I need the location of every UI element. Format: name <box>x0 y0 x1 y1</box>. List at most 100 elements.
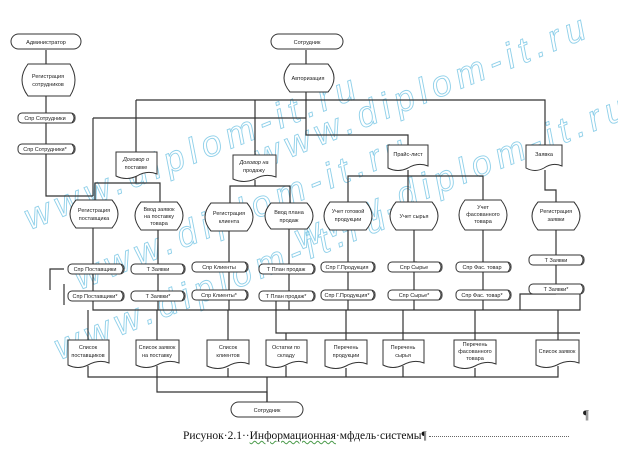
svg-text:поставщика: поставщика <box>79 216 110 222</box>
store-spr-finished-2: Спр Г.Продукция* <box>320 289 376 301</box>
report-stock-balance: Остатки по складу <box>265 339 308 368</box>
svg-text:Список заявок: Список заявок <box>139 345 176 351</box>
store-t-sales-plan: Т План продаж <box>258 263 316 275</box>
svg-text:Договор о: Договор о <box>122 157 149 163</box>
caption-tab-leader <box>428 435 569 437</box>
store-spr-employees-2: Спр Сотрудники* <box>17 143 76 155</box>
svg-text:товара: товара <box>474 219 492 225</box>
svg-text:Спр Сырье*: Спр Сырье* <box>399 293 430 299</box>
svg-text:Прайс-лист: Прайс-лист <box>393 151 423 158</box>
svg-text:товара: товара <box>150 221 168 227</box>
svg-text:Т Заявки: Т Заявки <box>545 258 568 264</box>
watermark: www.diplom-it.ru www.diplom-it.ru www.di… <box>17 4 618 368</box>
svg-text:Перечень: Перечень <box>334 345 359 351</box>
data-stores: Спр Сотрудники Спр Сотрудники* Спр Поста… <box>17 112 585 302</box>
svg-text:Т План продаж: Т План продаж <box>267 267 306 273</box>
process-finished-goods: Учет готовой продукции <box>323 201 373 231</box>
document-supply-contract: Договор о поставке <box>115 151 158 179</box>
svg-text:Регистрация: Регистрация <box>540 209 572 215</box>
svg-text:Т Заявки*: Т Заявки* <box>544 287 570 293</box>
svg-text:складу: складу <box>277 353 295 359</box>
svg-text:Остатки по: Остатки по <box>272 345 300 351</box>
store-t-orders: Т Заявки <box>528 254 585 266</box>
paragraph-mark: ¶ <box>583 407 589 422</box>
svg-text:Перечень: Перечень <box>463 342 488 348</box>
report-packaged-list: Перечень фасованного товара <box>453 339 497 369</box>
svg-text:Спр Сотрудники*: Спр Сотрудники* <box>23 147 67 153</box>
caption-prefix: Рисунок·2.1·· <box>183 430 250 442</box>
process-sales-plan: Ввод плана продаж <box>264 202 314 230</box>
reports: Список поставщиков Список заявок на пост… <box>67 339 580 369</box>
caption-underlined-word: Информационная <box>249 430 336 442</box>
svg-text:Регистрация: Регистрация <box>78 208 110 214</box>
svg-text:Заявка: Заявка <box>535 152 554 158</box>
report-suppliers-list: Список поставщиков <box>67 339 110 368</box>
svg-text:Спр Поставщики*: Спр Поставщики* <box>73 294 119 300</box>
svg-text:клиента: клиента <box>219 219 240 225</box>
svg-text:продаж: продаж <box>280 218 299 224</box>
svg-text:Учет: Учет <box>477 205 489 211</box>
report-raw-list: Перечень сырья <box>382 339 425 368</box>
svg-text:продажу: продажу <box>243 168 265 174</box>
svg-text:Спр Г.Продукция*: Спр Г.Продукция* <box>324 293 370 299</box>
svg-text:Т Заявки: Т Заявки <box>147 267 170 273</box>
report-clients-list: Список клиентов <box>206 339 250 369</box>
process-packaged-goods: Учет фасованного товара <box>458 199 508 231</box>
svg-text:Регистрация: Регистрация <box>213 211 245 217</box>
svg-text:сотрудников: сотрудников <box>32 82 64 88</box>
svg-text:Администратор: Администратор <box>26 40 66 46</box>
svg-text:поставщиков: поставщиков <box>71 353 104 359</box>
store-spr-clients-2: Спр Клиенты* <box>191 289 249 301</box>
svg-text:Спр Клиенты*: Спр Клиенты* <box>201 293 238 299</box>
svg-text:сырья: сырья <box>395 353 411 359</box>
svg-text:Спр Клиенты: Спр Клиенты <box>202 265 236 271</box>
svg-text:поставке: поставке <box>125 165 148 171</box>
actor-employee-bottom: Сотрудник <box>230 401 304 418</box>
svg-text:Перечень: Перечень <box>391 345 416 351</box>
svg-text:фасованного: фасованного <box>458 349 491 355</box>
svg-text:Т План продаж*: Т План продаж* <box>266 294 308 300</box>
svg-text:Спр Фас. товар*: Спр Фас. товар* <box>461 293 503 299</box>
store-spr-clients: Спр Клиенты <box>191 261 249 273</box>
store-t-sales-plan-2: Т План продаж* <box>258 290 316 302</box>
store-t-orders-supply-2: Т Заявки* <box>130 290 186 302</box>
document-sales-contract: Договор на продажу <box>232 154 277 182</box>
document-price-list: Прайс-лист <box>387 144 429 171</box>
svg-text:продукции: продукции <box>335 217 362 223</box>
store-spr-suppliers-2: Спр Поставщики* <box>67 290 125 302</box>
store-spr-employees: Спр Сотрудники <box>17 112 76 124</box>
svg-text:Учет сырья: Учет сырья <box>400 214 429 220</box>
store-spr-raw: Спр Сырье <box>387 261 443 273</box>
report-products-list: Перечень продукции <box>324 339 368 369</box>
svg-text:заявки: заявки <box>548 217 565 223</box>
svg-text:Ввод заявок: Ввод заявок <box>143 207 175 213</box>
report-orders-list: Список заявок <box>535 339 580 368</box>
svg-text:Список: Список <box>79 345 98 351</box>
store-t-orders-supply: Т Заявки <box>130 263 186 275</box>
process-raw-materials: Учет сырья <box>389 201 439 231</box>
process-reg-supplier: Регистрация поставщика <box>69 199 119 229</box>
svg-text:на поставку: на поставку <box>144 214 174 220</box>
store-spr-raw-2: Спр Сырье* <box>387 289 443 301</box>
caption-suffix: ·мфдель·системы¶ <box>335 430 427 442</box>
process-reg-order: Регистрация заявки <box>531 201 581 231</box>
store-spr-packaged-2: Спр Фас. товар* <box>455 289 512 301</box>
actor-employee-top: Сотрудник <box>270 33 344 50</box>
svg-text:Спр Г.Продукция: Спр Г.Продукция <box>326 265 369 271</box>
store-t-orders-2: Т Заявки* <box>528 283 585 295</box>
svg-text:Регистрация: Регистрация <box>32 74 64 80</box>
figure-caption: Рисунок·2.1··Информационная·мфдель·систе… <box>183 430 569 442</box>
svg-text:Учет готовой: Учет готовой <box>332 208 365 215</box>
store-spr-packaged: Спр Фас. товар <box>455 261 512 273</box>
report-supply-orders-list: Список заявок на поставку <box>135 339 180 368</box>
svg-text:Спр Поставщики: Спр Поставщики <box>74 267 117 273</box>
process-authorization: Авторизация <box>283 63 335 93</box>
svg-text:Ввод плана: Ввод плана <box>274 210 304 216</box>
svg-text:Т Заявки*: Т Заявки* <box>146 294 172 300</box>
svg-text:Список заявок: Список заявок <box>539 349 576 355</box>
svg-text:Спр Фас. товар: Спр Фас. товар <box>462 265 501 271</box>
process-reg-employees: Регистрация сотрудников <box>21 63 76 97</box>
process-reg-client: Регистрация клиента <box>204 202 254 232</box>
svg-text:на поставку: на поставку <box>142 353 172 359</box>
